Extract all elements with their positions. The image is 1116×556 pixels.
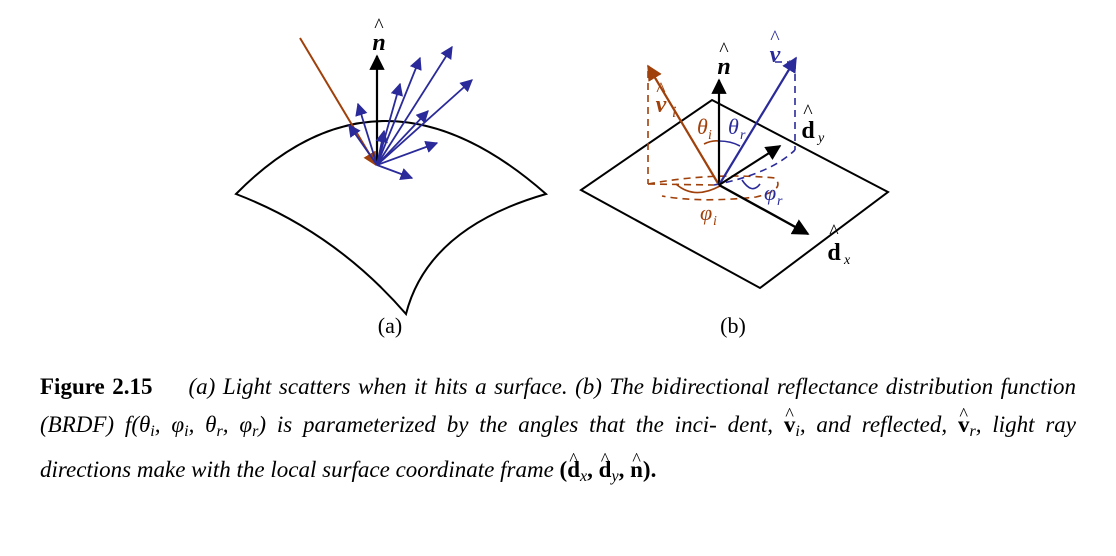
theta-i-subscript: i bbox=[708, 128, 712, 143]
projection-arc bbox=[647, 175, 779, 201]
dy-axis bbox=[718, 145, 782, 186]
sub-i: i bbox=[795, 423, 800, 441]
incident-projection-base bbox=[647, 183, 715, 186]
sub-r: r bbox=[252, 423, 259, 441]
caption-part2: is parameterized by the angles that the … bbox=[266, 412, 784, 437]
comma: , bbox=[222, 412, 240, 437]
vector-v-hat: v bbox=[958, 395, 970, 444]
panel-a-label: (a) bbox=[378, 313, 402, 338]
phi-i-subscript: i bbox=[713, 214, 717, 229]
normal-label-a: n bbox=[372, 30, 385, 56]
theta-i-label: θ bbox=[697, 114, 708, 139]
hat-mark: ^ bbox=[656, 79, 666, 101]
sub-y: y bbox=[611, 468, 619, 486]
dx-label-subscript: x bbox=[843, 253, 851, 268]
hat-mark: ^ bbox=[374, 15, 384, 37]
vr-label: v bbox=[770, 42, 781, 68]
hat-mark: ^ bbox=[770, 27, 780, 49]
scattered-ray bbox=[376, 110, 429, 166]
phi-i-label: φ bbox=[700, 200, 712, 225]
vi-label: v bbox=[656, 92, 667, 118]
theta-symbol: θ bbox=[205, 412, 217, 437]
vi-label-subscript: i bbox=[672, 104, 676, 121]
phi-r-arc bbox=[741, 179, 761, 190]
caption-part3: , and reflected, bbox=[799, 412, 958, 437]
vector-d-hat: d bbox=[567, 440, 580, 489]
hat-mark: ^ bbox=[829, 221, 839, 243]
theta-r-subscript: r bbox=[740, 128, 746, 143]
panel-b: ^ n ^ v r ^ v i ^ d y ^ d x θ i θ r φ i … bbox=[579, 27, 890, 338]
hat-mark: ^ bbox=[719, 39, 729, 61]
vector-n-hat: n bbox=[630, 440, 643, 489]
figure-caption: Figure 2.15(a) Light scatters when it hi… bbox=[40, 368, 1076, 496]
phi-symbol: φ bbox=[171, 412, 185, 437]
dx-label: d bbox=[827, 240, 841, 266]
caption-label: Figure 2.15 bbox=[40, 374, 153, 399]
phi-i-arc bbox=[675, 183, 721, 194]
scattered-ray bbox=[376, 140, 439, 166]
comma: , bbox=[618, 457, 631, 483]
surface-plane bbox=[579, 98, 890, 290]
panel-a: ^ n (a) bbox=[234, 15, 549, 338]
scattered-rays bbox=[348, 45, 473, 180]
comma: , bbox=[154, 412, 172, 437]
caption-text: (a) Light scatters when it hits a surfac… bbox=[40, 374, 1076, 486]
scattered-ray bbox=[348, 123, 378, 166]
incident-ray-b bbox=[647, 64, 720, 186]
paren-close: ) bbox=[258, 412, 267, 437]
caption-args: (θ bbox=[131, 412, 151, 437]
vector-v-hat: v bbox=[784, 395, 796, 444]
phi-r-subscript: r bbox=[777, 194, 783, 209]
theta-r-label: θ bbox=[728, 114, 739, 139]
comma: , bbox=[188, 412, 206, 437]
dy-label-subscript: y bbox=[816, 131, 825, 146]
incident-ray-a bbox=[299, 37, 377, 167]
sub-i: i bbox=[184, 423, 189, 441]
caption-func: f bbox=[124, 412, 132, 437]
scattered-ray bbox=[375, 129, 388, 166]
comma: , bbox=[587, 457, 599, 483]
scattered-ray bbox=[376, 45, 453, 166]
frame-close: ). bbox=[642, 457, 657, 483]
normal-label-b: n bbox=[717, 54, 730, 80]
phi-r-label: φ bbox=[764, 180, 776, 205]
theta-i-arc bbox=[703, 140, 720, 145]
dy-label: d bbox=[801, 118, 815, 144]
panel-b-label: (b) bbox=[720, 313, 746, 338]
caption-part4: , light ray directions make with the loc… bbox=[40, 412, 1076, 483]
brdf-diagram: ^ n (a) ^ n ^ v r ^ v bbox=[234, 15, 890, 338]
phi-symbol: φ bbox=[239, 412, 253, 437]
scattered-ray bbox=[355, 102, 378, 166]
scattered-ray bbox=[376, 56, 422, 166]
scattered-ray bbox=[376, 79, 473, 166]
theta-r-arc bbox=[718, 140, 741, 147]
sub-r: r bbox=[216, 423, 223, 441]
curved-surface-patch bbox=[234, 120, 549, 317]
dx-axis bbox=[718, 183, 810, 236]
scattered-ray bbox=[376, 82, 403, 166]
frame-open: ( bbox=[559, 457, 568, 483]
projection-arc-blue bbox=[713, 149, 796, 186]
caption-part1: (a) Light scatters when it hits a surfac… bbox=[40, 374, 1076, 437]
sub-r: r bbox=[969, 423, 976, 441]
figure-illustration: ^ n (a) ^ n ^ v r ^ v bbox=[234, 15, 890, 338]
sub-i: i bbox=[150, 423, 155, 441]
hat-mark: ^ bbox=[803, 101, 813, 123]
vr-label-subscript: r bbox=[788, 55, 795, 72]
reflected-ray-b bbox=[718, 56, 797, 186]
sub-x: x bbox=[580, 468, 588, 486]
scattered-ray bbox=[376, 164, 414, 180]
vector-d-hat: d bbox=[599, 440, 612, 489]
